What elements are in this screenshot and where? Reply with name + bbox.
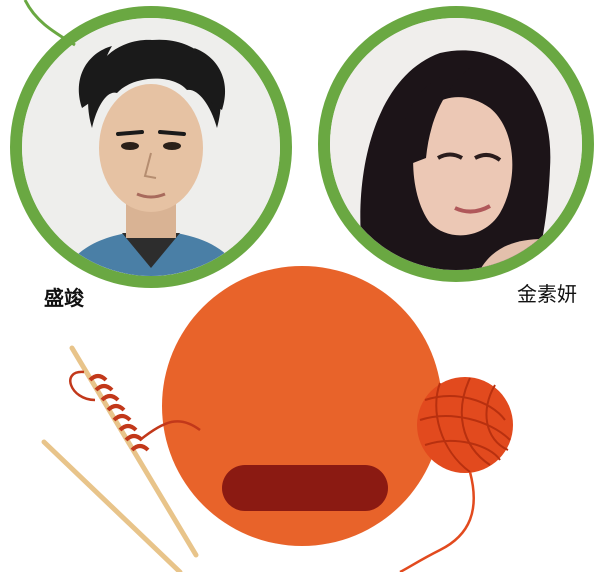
male-portrait-icon bbox=[22, 18, 280, 276]
slot-shape bbox=[222, 465, 388, 511]
caption-left-name: 盛竣 bbox=[44, 286, 84, 310]
female-portrait-icon bbox=[330, 18, 582, 270]
yarn-ball-icon bbox=[399, 377, 513, 572]
portrait-right bbox=[318, 6, 594, 282]
knitting-illustration bbox=[41, 266, 513, 572]
caption-right-name: 金素妍 bbox=[517, 282, 577, 306]
green-thread-icon bbox=[23, 0, 76, 47]
knitting-needles-icon bbox=[41, 345, 201, 572]
